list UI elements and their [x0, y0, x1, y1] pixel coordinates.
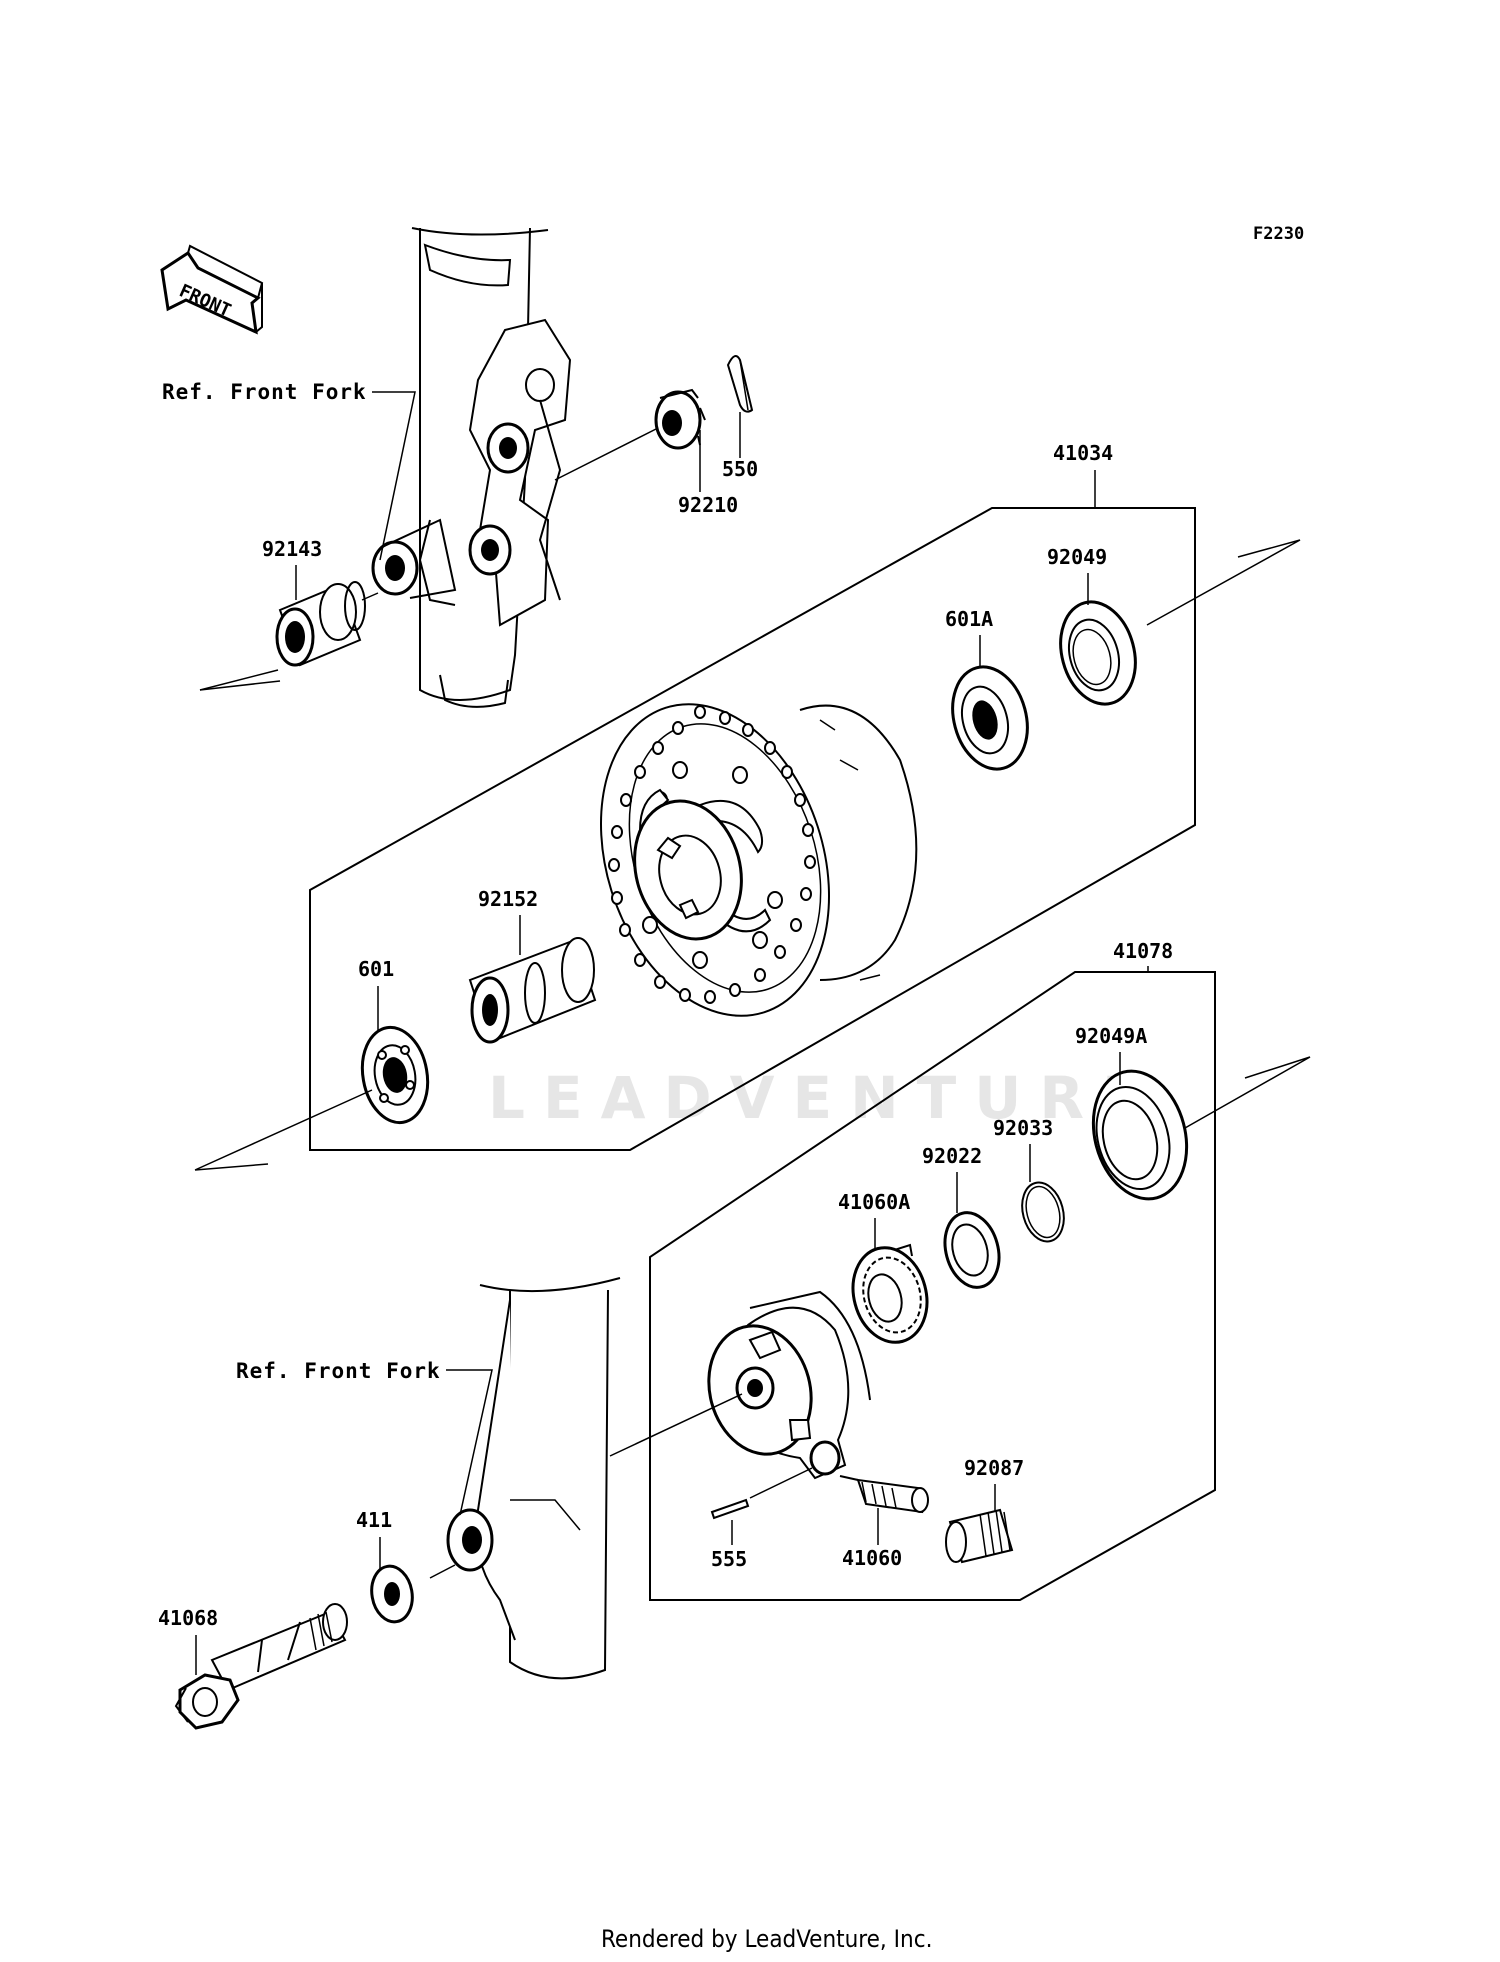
- speedo-gear-housing: [707, 1290, 871, 1480]
- axle-41068: [174, 1603, 348, 1730]
- part-92022-label: 92022: [922, 1144, 982, 1168]
- washer-411: [370, 1564, 414, 1624]
- bearing-601A: [951, 665, 1029, 771]
- washer-92022: [943, 1211, 1001, 1289]
- hub-assembly-frame: [309, 507, 1196, 1151]
- upper-axle-line-left: [199, 669, 279, 691]
- lower-axle-line-right: [1184, 1056, 1311, 1129]
- part-41060A-label: 41060A: [838, 1190, 910, 1214]
- speedo-axis-line: [609, 1393, 743, 1457]
- upper-axle-line-mid: [361, 592, 379, 601]
- front-hub: [600, 703, 918, 1017]
- part-92049A-label: 92049A: [1075, 1024, 1147, 1048]
- bushing-92087: [945, 1508, 1014, 1564]
- lower-axle-line-left: [194, 1089, 373, 1171]
- watermark: LEADVENTURE: [488, 900, 1160, 1132]
- upper-front-fork: [371, 227, 572, 708]
- diagram-code: F2230: [1253, 224, 1304, 244]
- disc-holes: [608, 705, 816, 1004]
- seal-92049A: [1091, 1069, 1189, 1201]
- seal-92049: [1059, 600, 1137, 706]
- gear-41060A: [851, 1243, 929, 1344]
- upper-fork-leader: [372, 391, 416, 561]
- part-92033-label: 92033: [993, 1116, 1053, 1140]
- pin-axis-line: [749, 1467, 813, 1499]
- upper-axle-line-right: [1146, 539, 1301, 626]
- lower-fork-axis-line: [429, 1564, 456, 1579]
- speedo-assembly-frame: [649, 971, 1216, 1601]
- part-92210-label: 92210: [678, 493, 738, 517]
- part-41034-label: 41034: [1053, 441, 1113, 465]
- part-41078-label: 41078: [1113, 939, 1173, 963]
- lower-fork-leader: [446, 1369, 493, 1516]
- part-555-label: 555: [711, 1547, 747, 1571]
- bearing-601: [360, 1025, 430, 1125]
- circlip-92033: [1021, 1181, 1065, 1243]
- pin-555: [710, 1498, 750, 1520]
- collar-92143: [275, 581, 366, 667]
- part-601A-label: 601A: [945, 607, 993, 631]
- part-550-label: 550: [722, 457, 758, 481]
- part-92087-label: 92087: [964, 1456, 1024, 1480]
- part-41060-label: 41060: [842, 1546, 902, 1570]
- part-92152-label: 92152: [478, 887, 538, 911]
- part-41068-label: 41068: [158, 1606, 218, 1630]
- upper-fork-ref-label: Ref. Front Fork: [162, 380, 367, 404]
- pinion-41060: [839, 1475, 929, 1514]
- part-92049-label: 92049: [1047, 545, 1107, 569]
- part-92143-label: 92143: [262, 537, 322, 561]
- upper-axle-line-left-b: [199, 680, 281, 691]
- part-411-label: 411: [356, 1508, 392, 1532]
- nut-axis-line: [554, 427, 659, 481]
- watermark-text: LEADVENTURE: [488, 1064, 1160, 1132]
- front-arrow-icon: FRONT: [160, 244, 264, 335]
- spacer-92152: [468, 937, 597, 1044]
- part-601-label: 601: [358, 957, 394, 981]
- cotter-pin-550: [726, 355, 754, 413]
- nut-92210: [654, 388, 706, 450]
- footer-credit: Rendered by LeadVenture, Inc.: [601, 1925, 932, 1953]
- lower-front-fork: [446, 1277, 621, 1680]
- lower-fork-ref-label: Ref. Front Fork: [236, 1359, 441, 1383]
